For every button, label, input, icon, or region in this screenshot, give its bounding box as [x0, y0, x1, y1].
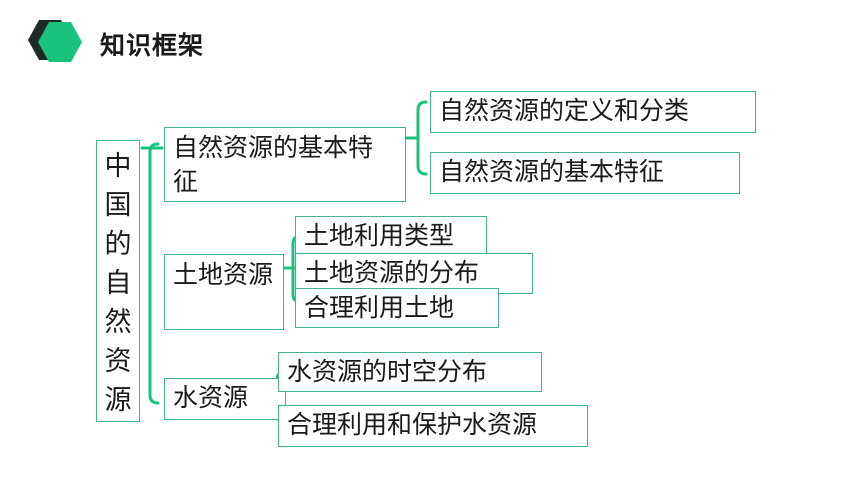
root-char: 中 [104, 151, 132, 182]
root-char: 然 [104, 307, 132, 338]
leaf-node: 自然资源的基本特征 [430, 152, 740, 194]
branch-node: 自然资源的基本特征 [164, 127, 406, 202]
section-hexagon-icon [28, 18, 82, 66]
leaf-node: 土地利用类型 [295, 216, 487, 256]
root-node: 中 国 的 自 然 资 源 [96, 140, 140, 422]
root-char: 自 [104, 268, 132, 299]
root-char: 源 [104, 385, 132, 416]
root-char: 资 [104, 346, 132, 377]
branch-node: 水资源 [164, 378, 286, 420]
leaf-node: 土地资源的分布 [295, 253, 533, 294]
page-title: 知识框架 [100, 31, 205, 60]
root-bracket [148, 142, 160, 405]
root-char: 的 [104, 229, 132, 260]
leaf-node: 合理利用土地 [295, 288, 499, 328]
branch-node: 土地资源 [164, 254, 284, 330]
root-char: 国 [104, 190, 132, 221]
leaf-node: 合理利用和保护水资源 [278, 405, 588, 447]
leaf-node: 水资源的时空分布 [278, 352, 542, 392]
leaf-node: 自然资源的定义和分类 [430, 91, 756, 133]
